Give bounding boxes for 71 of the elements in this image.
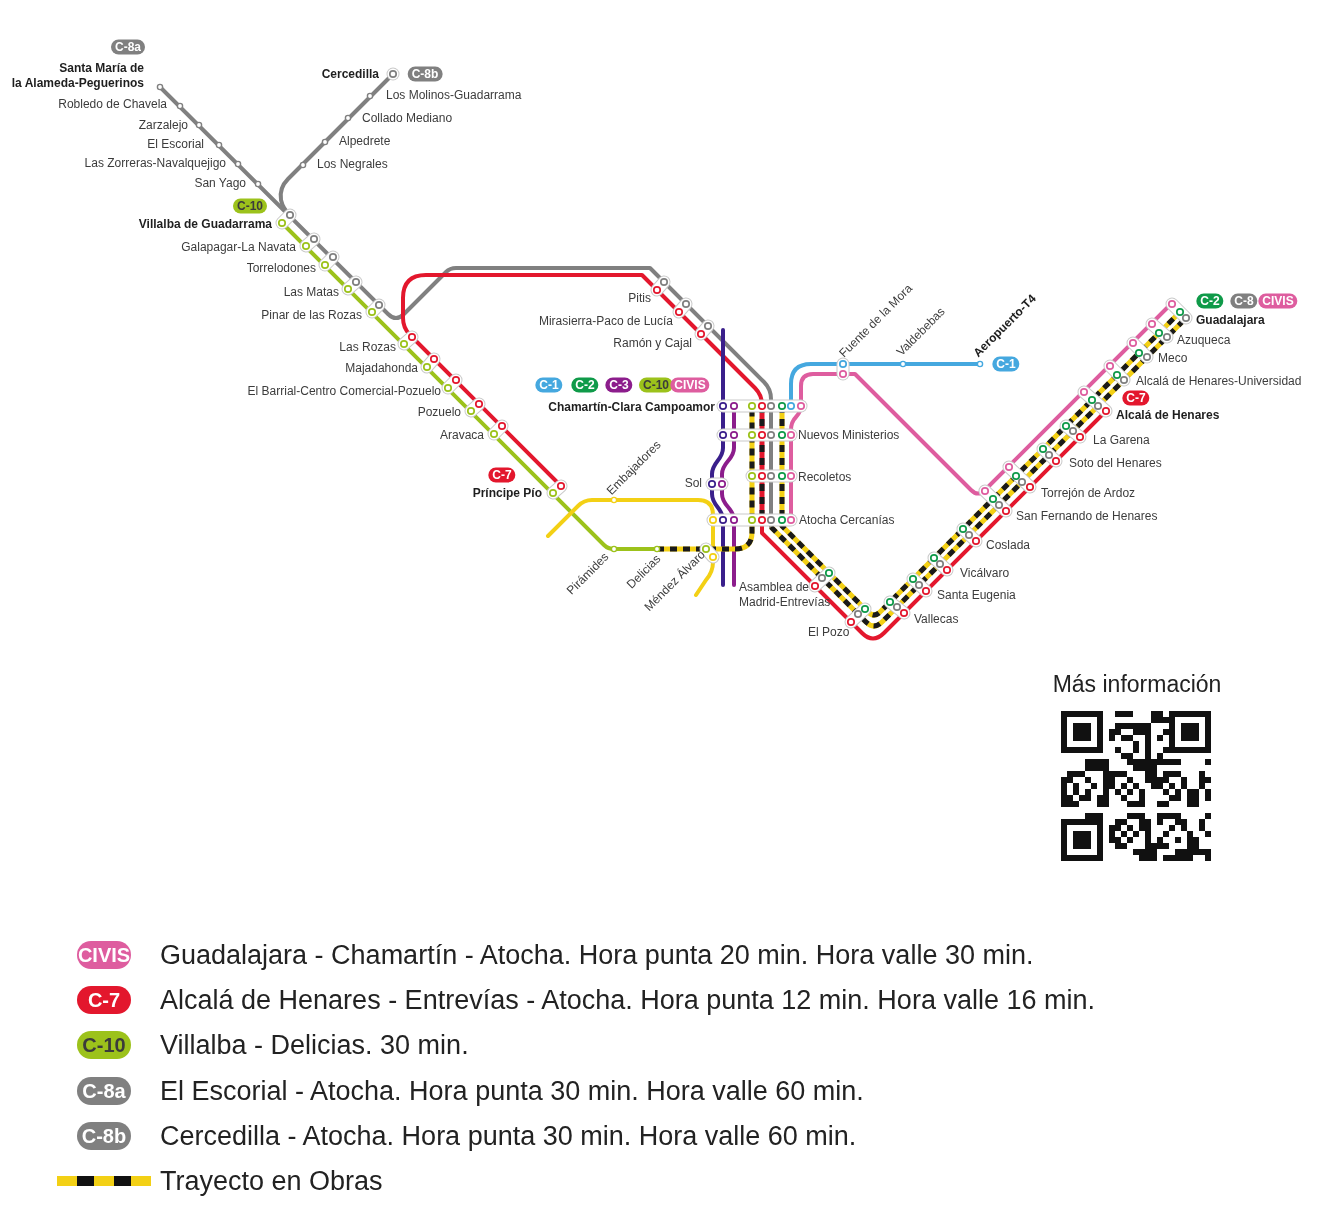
legend-text: El Escorial - Atocha. Hora punta 30 min. Hora valle 60 min. xyxy=(160,1074,864,1107)
station-name: La Garena xyxy=(1093,432,1150,448)
station-name: Pozuelo xyxy=(417,404,461,420)
station-name: Villalba de Guadarrama xyxy=(138,216,272,232)
line-badge: C-1 xyxy=(535,377,563,393)
station-name: San Yago xyxy=(194,175,246,191)
station-name: Santa María de la Alameda-Peguerinos xyxy=(11,61,144,91)
station-name: Los Molinos-Guadarrama xyxy=(386,87,522,103)
line-badge: CIVIS xyxy=(670,377,710,393)
station-name: Ramón y Cajal xyxy=(613,335,692,351)
station-name: Mirasierra-Paco de Lucía xyxy=(538,313,673,329)
line-badge: C-8a xyxy=(111,39,145,55)
line-badge: CIVIS xyxy=(77,941,131,969)
station-name: Vicálvaro xyxy=(960,565,1010,581)
line-badge: C-7 xyxy=(488,467,516,483)
station-name: Las Matas xyxy=(283,284,339,300)
station-name: El Barrial-Centro Comercial-Pozuelo xyxy=(247,383,441,399)
line-badge: C-10 xyxy=(233,198,267,214)
line-badge: C-10 xyxy=(77,1031,131,1060)
station-name: Robledo de Chavela xyxy=(58,96,167,112)
station-name: El Pozo xyxy=(808,624,850,640)
station-name: Meco xyxy=(1158,350,1188,366)
station-name: Santa Eugenia xyxy=(937,587,1016,603)
line-badge: C-10 xyxy=(639,377,673,393)
legend-text: Guadalajara - Chamartín - Atocha. Hora punta 20 min. Hora valle 30 min. xyxy=(160,939,1034,971)
station-name: Príncipe Pío xyxy=(472,485,542,501)
station-name: Asamblea de Madrid-Entrevías xyxy=(739,580,831,610)
station-name: Alcalá de Henares xyxy=(1116,407,1220,423)
station-name: Alpedrete xyxy=(339,133,391,149)
line-badge: C-2 xyxy=(571,377,599,393)
station-name: Nuevos Ministerios xyxy=(798,427,900,443)
station-name: Galapagar-La Navata xyxy=(181,239,296,255)
station-name: Las Zorreras-Navalquejigo xyxy=(84,155,226,171)
station-name: Pinar de las Rozas xyxy=(261,307,362,323)
station-name: Chamartín-Clara Campoamor xyxy=(548,399,715,415)
line-badge: C-1 xyxy=(992,356,1020,372)
station-name: Coslada xyxy=(986,537,1031,553)
qr-caption: Más información xyxy=(1052,670,1222,698)
station-name: Zarzalejo xyxy=(138,117,188,133)
station-name: Pitis xyxy=(628,290,651,306)
station-name: Cercedilla xyxy=(321,66,379,82)
station-name: Majadahonda xyxy=(345,360,418,376)
station-name: Soto del Henares xyxy=(1069,455,1162,471)
station-name: El Escorial xyxy=(147,136,204,152)
legend-text: Trayecto en Obras xyxy=(160,1165,383,1197)
line-badge: C-3 xyxy=(605,377,633,393)
station-name: Alcalá de Henares-Universidad xyxy=(1136,373,1302,389)
line-badge: C-8b xyxy=(77,1121,131,1150)
line-badge: C-2 xyxy=(1196,293,1224,309)
station-name: San Fernando de Henares xyxy=(1016,508,1158,524)
line-badge: C-7 xyxy=(77,986,131,1015)
line-badge: C-8b xyxy=(407,66,443,82)
legend-text: Alcalá de Henares - Entrevías - Atocha. Hora punta 12 min. Hora valle 16 min. xyxy=(160,984,1095,1017)
station-name: Torrejón de Ardoz xyxy=(1041,485,1136,501)
station-name: Sol xyxy=(684,475,702,491)
station-name: Vallecas xyxy=(914,611,959,627)
station-name: Recoletos xyxy=(798,469,852,485)
line-badge: C-8 xyxy=(1230,293,1258,309)
station-name: Aravaca xyxy=(439,427,484,443)
line-badge: CIVIS xyxy=(1258,293,1298,309)
line-badge: C-8a xyxy=(77,1076,131,1105)
station-name: Azuqueca xyxy=(1177,332,1231,348)
legend-text: Cercedilla - Atocha. Hora punta 30 min. Hora valle 60 min. xyxy=(160,1119,857,1152)
station-name: Los Negrales xyxy=(317,156,388,172)
station-name: Las Rozas xyxy=(339,339,396,355)
station-name: Collado Mediano xyxy=(362,110,453,126)
station-name: Guadalajara xyxy=(1196,312,1265,328)
legend-text: Villalba - Delicias. 30 min. xyxy=(160,1029,469,1062)
line-badge: C-7 xyxy=(1122,390,1150,406)
station-name: Torrelodones xyxy=(246,260,316,276)
station-name: Atocha Cercanías xyxy=(799,512,895,528)
